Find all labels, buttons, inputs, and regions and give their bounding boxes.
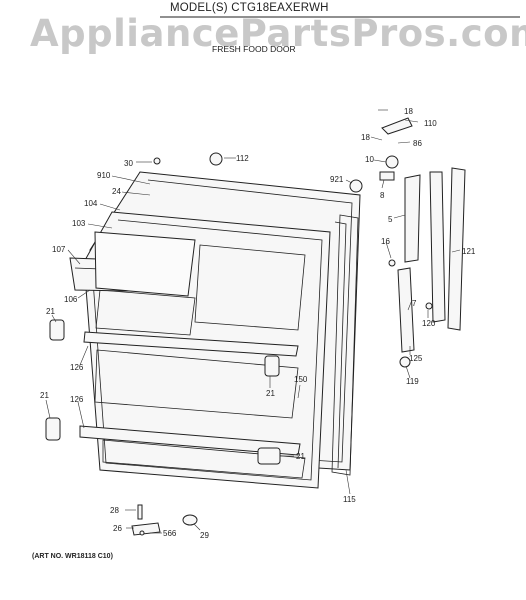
callout-126b: 126: [70, 395, 84, 404]
callout-921: 921: [330, 175, 344, 184]
callout-21c: 21: [40, 391, 49, 400]
callout-5: 5: [388, 215, 393, 224]
door-gasket: [331, 214, 359, 476]
callout-18b: 18: [361, 133, 370, 142]
callout-106: 106: [64, 295, 78, 304]
callout-86: 86: [413, 139, 422, 148]
loose-parts-bottom: [131, 504, 198, 536]
callout-125: 125: [409, 354, 423, 363]
callout-110: 110: [424, 119, 437, 128]
callout-10: 10: [365, 155, 374, 164]
model-title: MODEL(S) CTG18EAXERWH: [170, 2, 329, 14]
callout-107: 107: [52, 245, 66, 254]
callout-28: 28: [110, 506, 119, 515]
callout-24: 24: [112, 187, 121, 196]
callout-566: 566: [163, 529, 177, 538]
callout-115: 115: [343, 495, 356, 504]
callout-126a: 126: [70, 363, 84, 372]
leader-lines: [45, 109, 461, 534]
art-number: (ART NO. WR18118 C10): [32, 553, 113, 560]
callout-26: 26: [113, 524, 122, 533]
callout-labels: 18 110 18 86 10 30 112 921 8 910 24 104 …: [40, 107, 476, 540]
watermark: AppliancePartsPros.com: [30, 12, 526, 55]
handle-assembly: [153, 117, 466, 368]
shelf-bar-lower: [79, 425, 301, 456]
callout-7: 7: [412, 299, 417, 308]
callout-119: 119: [406, 377, 419, 386]
shelf-caps: [45, 319, 281, 465]
callout-30: 30: [124, 159, 133, 168]
callout-18a: 18: [404, 107, 413, 116]
callout-150: 150: [294, 375, 308, 384]
callout-21d: 21: [296, 452, 305, 461]
callout-121: 121: [462, 247, 476, 256]
section-title: FRESH FOOD DOOR: [212, 44, 296, 54]
callout-21b: 21: [266, 389, 275, 398]
callout-112: 112: [236, 154, 249, 163]
callout-29: 29: [200, 531, 209, 540]
callout-8: 8: [380, 191, 385, 200]
callout-120: 120: [422, 319, 436, 328]
dairy-compartment-door: [69, 231, 196, 297]
callout-103: 103: [72, 219, 86, 228]
callout-16: 16: [381, 237, 390, 246]
callout-910: 910: [97, 171, 111, 180]
callout-21a: 21: [46, 307, 55, 316]
shelf-bar-upper: [83, 331, 299, 357]
callout-104: 104: [84, 199, 98, 208]
